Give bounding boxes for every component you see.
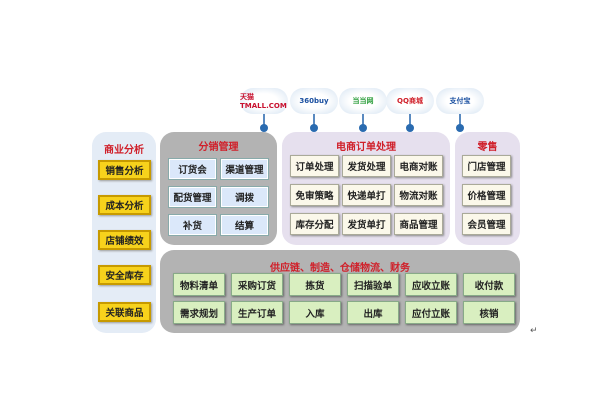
retail-title: 零售 [477,142,498,153]
module-box: 物流对账 [394,184,443,206]
module-box: 订货会 [168,158,217,180]
connector-dot [260,124,268,132]
connector-dot [310,124,318,132]
module-box: 关联商品 [98,302,151,322]
module-box: 收付款 [463,273,515,296]
connector-line [263,114,265,126]
module-box: 生产订单 [231,301,283,324]
module-box: 应付立账 [405,301,457,324]
module-box: 快递单打 [342,184,391,206]
connector-dot [359,124,367,132]
module-box: 成本分析 [98,195,151,215]
module-box: 门店管理 [462,155,511,177]
module-box: 商品管理 [394,213,443,235]
module-box: 库存分配 [290,213,339,235]
module-box: 补货 [168,214,217,236]
module-box: 价格管理 [462,184,511,206]
module-box: 订单处理 [290,155,339,177]
connector-line [362,114,364,126]
platform-logo: 360buy [290,88,338,114]
platform-label: 当当网 [352,97,374,105]
module-box: 扫描验单 [347,273,399,296]
module-box: 配货管理 [168,186,217,208]
module-box: 发货单打 [342,213,391,235]
connector-dot [456,124,464,132]
business-analysis-title: 商业分析 [104,145,144,156]
module-box: 拣货 [289,273,341,296]
platform-logo: 当当网 [339,88,387,114]
platform-logo: QQ商城 [386,88,434,114]
module-box: 发货处理 [342,155,391,177]
module-box: 采购订货 [231,273,283,296]
module-box: 物料清单 [173,273,225,296]
module-box: 电商对账 [394,155,443,177]
ecommerce-title: 电商订单处理 [336,142,396,153]
module-box: 免审策略 [290,184,339,206]
module-box: 出库 [347,301,399,324]
platform-label: QQ商城 [397,97,423,105]
module-box: 渠道管理 [220,158,269,180]
module-box: 需求规划 [173,301,225,324]
module-box: 安全库存 [98,265,151,285]
connector-line [459,114,461,126]
return-mark: ↵ [530,326,538,336]
module-box: 核销 [463,301,515,324]
platform-label: 天猫 TMALL.COM [240,93,287,110]
distribution-title: 分销管理 [198,142,239,153]
supply-chain-title: 供应链、制造、仓储物流、财务 [270,263,410,274]
module-box: 销售分析 [98,160,151,180]
connector-line [313,114,315,126]
module-box: 入库 [289,301,341,324]
connector-line [409,114,411,126]
module-box: 调拨 [220,186,269,208]
platform-logo: 天猫 TMALL.COM [240,88,288,114]
platform-label: 支付宝 [449,97,471,105]
module-box: 店铺绩效 [98,230,151,250]
platform-label: 360buy [299,97,329,105]
module-box: 会员管理 [462,213,511,235]
connector-dot [406,124,414,132]
platform-logo: 支付宝 [436,88,484,114]
module-box: 结算 [220,214,269,236]
module-box: 应收立账 [405,273,457,296]
